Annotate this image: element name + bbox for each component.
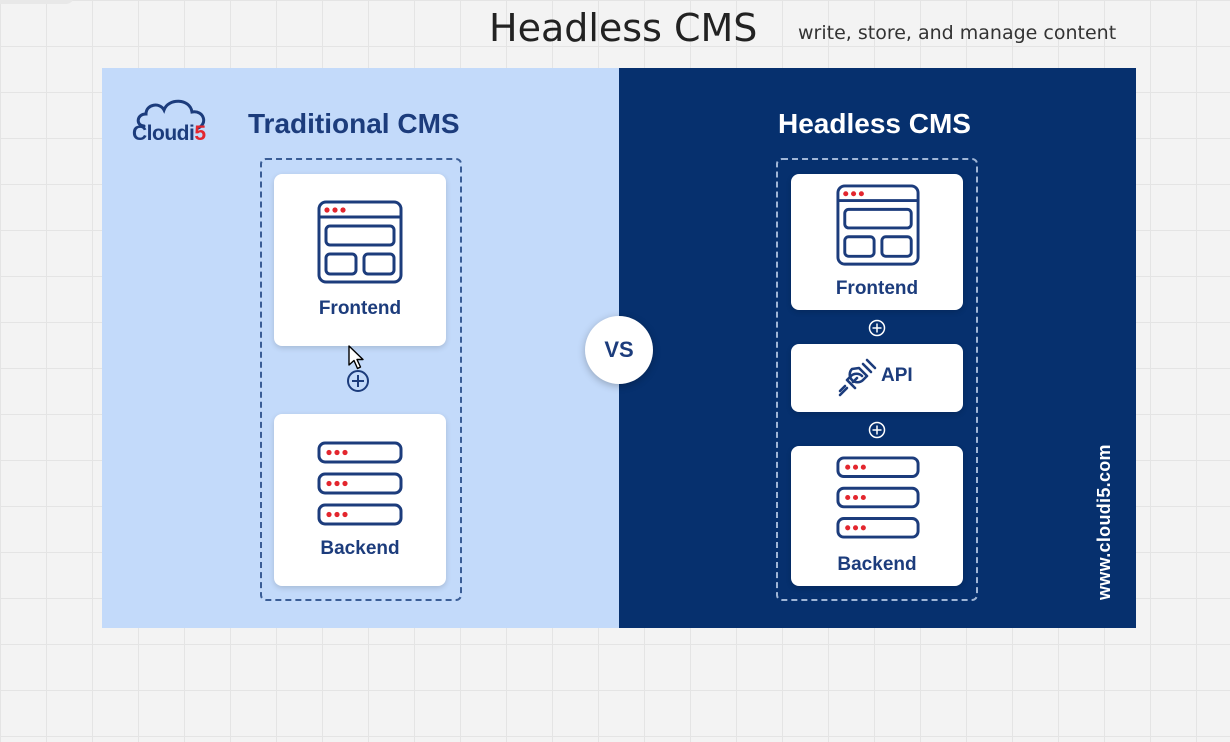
website-url: www.cloudi5.com <box>1094 444 1114 600</box>
plus-icon <box>868 421 886 439</box>
server-stack-icon <box>317 441 403 526</box>
plus-icon <box>868 319 886 337</box>
browser-window-icon <box>836 184 920 266</box>
headless-frontend-label: Frontend <box>835 278 919 299</box>
traditional-backend-card: Backend <box>274 414 446 586</box>
mouse-cursor-icon <box>348 345 364 370</box>
board-subtitle: write, store, and manage content <box>798 22 1117 44</box>
headless-frontend-card: Frontend <box>791 174 963 310</box>
board-title: Headless CMS <box>489 6 758 50</box>
cms-comparison-image[interactable]: Cloudi5 Traditional CMS Headless CMS Fro… <box>102 68 1136 628</box>
headless-backend-label: Backend <box>837 554 917 575</box>
server-stack-icon <box>836 456 920 539</box>
browser-window-icon <box>317 200 403 284</box>
plug-connector-icon <box>838 358 877 397</box>
logo-wordmark: Cloudi5 <box>132 122 206 145</box>
headless-cms-group <box>776 158 978 601</box>
traditional-cms-title: Traditional CMS <box>248 108 460 139</box>
api-label: API <box>881 365 913 386</box>
vs-badge: VS <box>585 316 653 384</box>
toolbar-chip[interactable] <box>0 0 74 4</box>
traditional-cms-group <box>260 158 462 601</box>
headless-cms-title: Headless CMS <box>778 108 971 139</box>
headless-backend-card: Backend <box>791 446 963 586</box>
traditional-frontend-label: Frontend <box>318 298 402 319</box>
plus-icon <box>347 370 369 392</box>
traditional-backend-label: Backend <box>320 538 400 559</box>
cloud-logo-icon <box>136 99 206 130</box>
traditional-frontend-card: Frontend <box>274 174 446 346</box>
api-card <box>791 344 963 412</box>
